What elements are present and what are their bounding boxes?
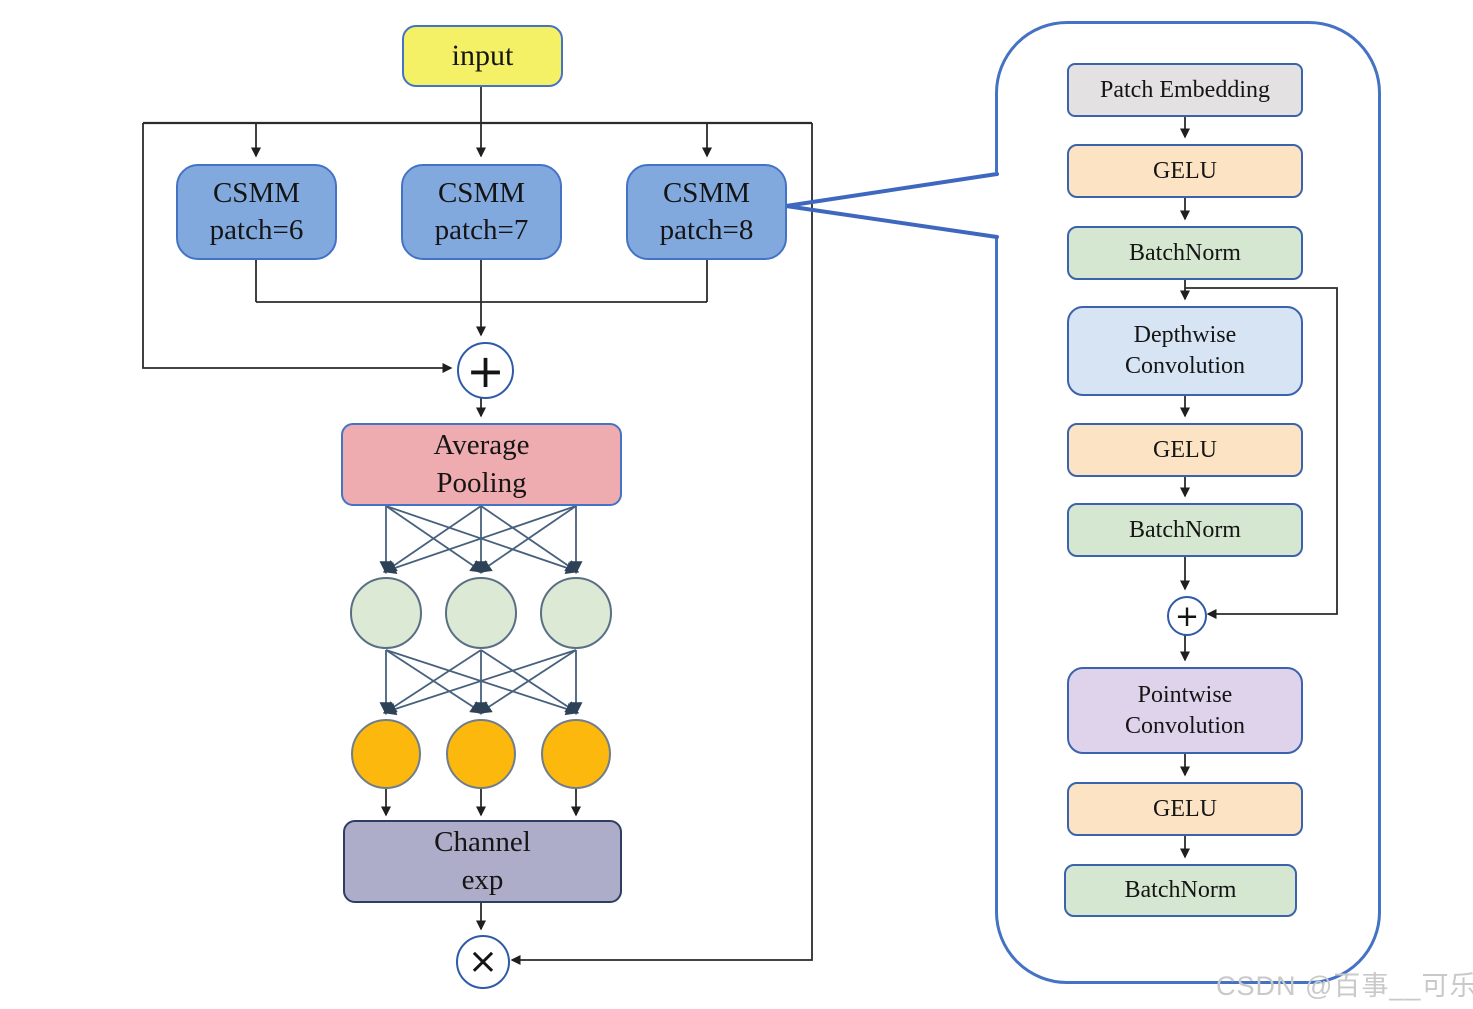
multiply-node: ×: [456, 935, 510, 989]
batchnorm-box-1: BatchNorm: [1067, 226, 1303, 280]
gelu-box-1: GELU: [1067, 144, 1303, 198]
hidden-neuron: [350, 577, 422, 649]
average-pooling-box: Average Pooling: [341, 423, 622, 506]
output-neuron: [351, 719, 421, 789]
csdn-watermark: CSDN @百事__可乐: [1216, 971, 1473, 1001]
csmm-patch8-box: CSMM patch=8: [626, 164, 787, 260]
detail-sum-node: +: [1167, 596, 1207, 636]
panel-border-gap: [989, 172, 1003, 238]
gelu-box-3: GELU: [1067, 782, 1303, 836]
hidden-neuron: [445, 577, 517, 649]
pointwise-convolution-box: Pointwise Convolution: [1067, 667, 1303, 754]
csmm-patch7-box: CSMM patch=7: [401, 164, 562, 260]
hidden-neuron: [540, 577, 612, 649]
gelu-box-2: GELU: [1067, 423, 1303, 477]
callout-connector: [784, 172, 999, 239]
batchnorm-box-2: BatchNorm: [1067, 503, 1303, 557]
depthwise-convolution-box: Depthwise Convolution: [1067, 306, 1303, 396]
batchnorm-box-3: BatchNorm: [1064, 864, 1297, 917]
csmm-patch6-box: CSMM patch=6: [176, 164, 337, 260]
output-neuron: [446, 719, 516, 789]
output-neuron: [541, 719, 611, 789]
input-box: input: [402, 25, 563, 87]
channel-exp-box: Channel exp: [343, 820, 622, 903]
sum-node: +: [457, 342, 514, 399]
patch-embedding-box: Patch Embedding: [1067, 63, 1303, 117]
